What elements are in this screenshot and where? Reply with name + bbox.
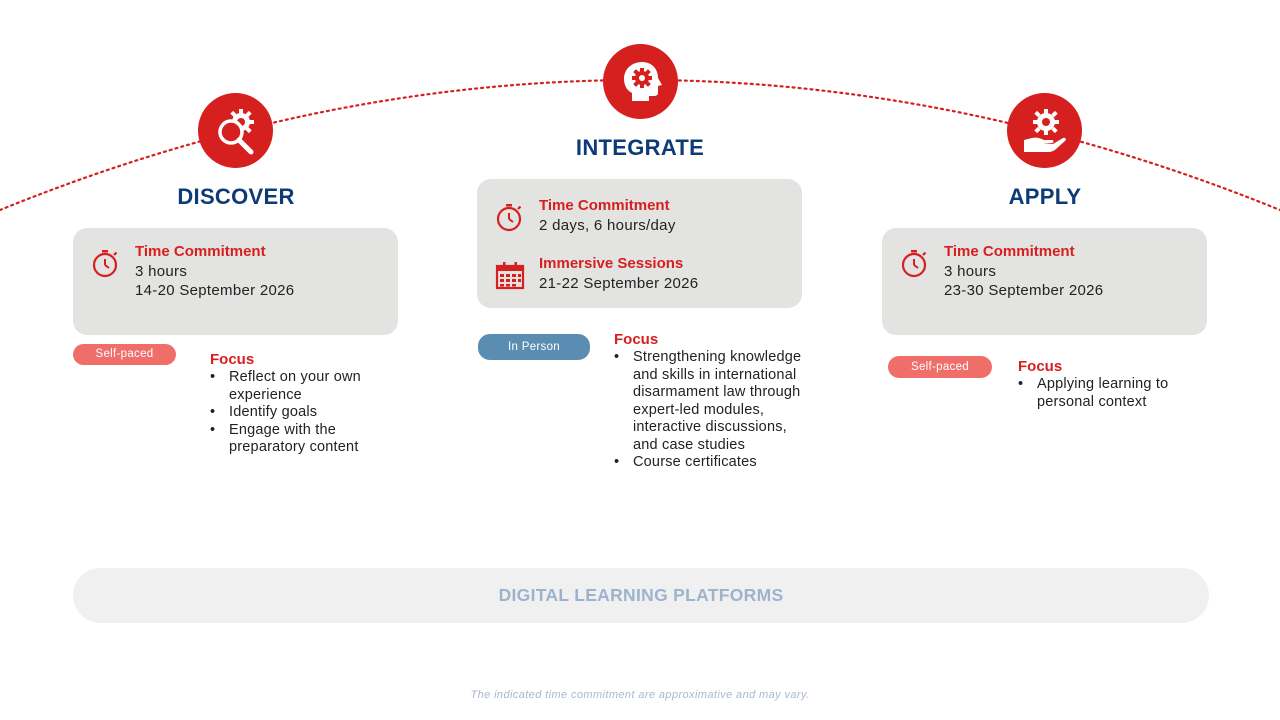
focus-title: Focus [1018, 358, 1063, 375]
in-person-badge: In Person [478, 334, 590, 360]
self-paced-badge: Self-paced [73, 344, 176, 365]
phase-title-apply: APPLY [1008, 184, 1082, 209]
time-commitment-row: Time Commitment 2 days, 6 hours/day [495, 196, 676, 235]
digital-learning-platforms-bar: DIGITAL LEARNING PLATFORMS [73, 568, 1209, 623]
dates-value: 23-30 September 2026 [944, 282, 1104, 299]
time-card-discover: Time Commitment 3 hours 14-20 September … [73, 228, 398, 335]
focus-block-discover: Focus Reflect on your own experience Ide… [210, 351, 400, 457]
footnote: The indicated time commitment are approx… [470, 689, 810, 701]
time-commitment-label: Time Commitment [539, 197, 670, 214]
duration-value: 3 hours [135, 262, 188, 280]
focus-title: Focus [614, 331, 659, 348]
time-card-apply: Time Commitment 3 hours 23-30 September … [882, 228, 1207, 335]
focus-item: Strengthening knowledge and skills in in… [614, 349, 804, 454]
time-commitment-row: Time Commitment 3 hours 23-30 September … [900, 242, 1103, 301]
dates-value: 21-22 September 2026 [539, 274, 699, 292]
time-commitment-label: Time Commitment [135, 243, 266, 260]
platform-label: DIGITAL LEARNING PLATFORMS [498, 585, 784, 605]
dates-value: 14-20 September 2026 [135, 282, 295, 299]
head-gear-icon [603, 44, 678, 119]
hand-gear-icon [1007, 93, 1082, 168]
focus-item: Applying learning to personal context [1018, 376, 1208, 411]
duration-value: 2 days, 6 hours/day [539, 216, 676, 234]
immersive-sessions-label: Immersive Sessions [539, 255, 684, 272]
phase-title-discover: DISCOVER [177, 184, 295, 209]
stopwatch-icon [496, 204, 522, 232]
immersive-sessions-row: Immersive Sessions 21-22 September 2026 [495, 254, 698, 293]
focus-item: Identify goals [210, 404, 400, 422]
magnifier-gear-icon [198, 93, 273, 168]
calendar-icon [495, 262, 525, 290]
time-card-integrate: Time Commitment 2 days, 6 hours/day Imme… [477, 179, 802, 308]
focus-item: Reflect on your own experience [210, 369, 400, 404]
time-commitment-label: Time Commitment [944, 243, 1075, 260]
phase-title-integrate: INTEGRATE [575, 135, 705, 160]
stopwatch-icon [92, 250, 118, 278]
focus-block-apply: Focus Applying learning to personal cont… [1018, 358, 1208, 411]
focus-item: Course certificates [614, 454, 804, 472]
focus-item: Engage with the preparatory content [210, 422, 400, 457]
focus-title: Focus [210, 351, 255, 368]
time-commitment-row: Time Commitment 3 hours 14-20 September … [91, 242, 294, 301]
focus-block-integrate: Focus Strengthening knowledge and skills… [614, 331, 804, 472]
stopwatch-icon [901, 250, 927, 278]
self-paced-badge: Self-paced [888, 356, 992, 378]
duration-value: 3 hours [944, 262, 997, 280]
